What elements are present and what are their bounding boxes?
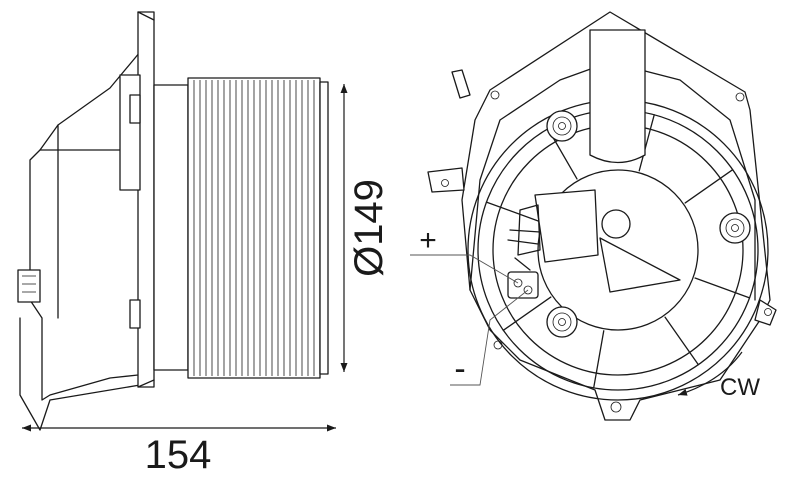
frame-spoke (593, 330, 605, 389)
connector-pins (22, 275, 36, 293)
rotation-direction-label: CW (720, 374, 760, 401)
mount-screw-bottom (546, 306, 578, 338)
lower-flange-clip (129, 299, 141, 329)
rotation-arrow (677, 351, 743, 396)
frame-spoke (684, 169, 734, 204)
mount-screw-top (546, 110, 578, 142)
connector-block (534, 189, 599, 263)
flange-clip (129, 94, 141, 124)
hub-bracket (599, 237, 681, 293)
diameter-dimension-label: Ø149 (347, 179, 391, 277)
connector-wires (507, 229, 541, 271)
negative-leader-line (450, 289, 529, 386)
hub-plate (153, 84, 189, 371)
width-dimension-label: 154 (145, 433, 212, 477)
positive-terminal-label: + (419, 224, 437, 257)
frame-spoke (502, 296, 552, 331)
lower-lip (19, 317, 151, 431)
connector-housing (517, 204, 541, 256)
negative-terminal-label: - (454, 350, 465, 388)
housing-inner-edge (39, 124, 121, 319)
top-strut (589, 29, 646, 164)
frame-spoke (664, 316, 699, 366)
center-hub (601, 209, 631, 239)
fixing-hole-upper-left (490, 90, 500, 100)
mounting-plate (137, 11, 155, 388)
plate-bevel (137, 11, 155, 388)
frame-spoke (638, 114, 655, 172)
side-view (17, 11, 329, 431)
fixing-hole-lower-left (493, 340, 503, 350)
mount-screw-right (719, 212, 751, 244)
width-dimension: 154 (22, 424, 336, 477)
fixing-hole-left-clip (441, 179, 449, 187)
terminal-plug (507, 271, 539, 299)
terminal-pin-negative (523, 285, 533, 295)
mounting-frame (461, 11, 771, 421)
fixing-hole-right-clip (764, 308, 772, 316)
fan-ring (319, 81, 329, 375)
fixing-hole-upper-right (735, 92, 745, 102)
frame-spoke (485, 201, 542, 223)
fan-blades (193, 80, 315, 376)
upper-tab (451, 69, 471, 99)
left-clip (427, 167, 465, 193)
fixing-hole-bottom (610, 401, 622, 413)
frame-spoke (694, 277, 751, 299)
motor-flange (119, 74, 141, 191)
right-clip (754, 299, 777, 326)
front-view (410, 11, 777, 421)
positive-leader-line (410, 254, 519, 284)
diameter-dimension: Ø149 (340, 84, 391, 372)
terminal-pin-positive (513, 278, 523, 288)
side-connector (17, 269, 41, 303)
